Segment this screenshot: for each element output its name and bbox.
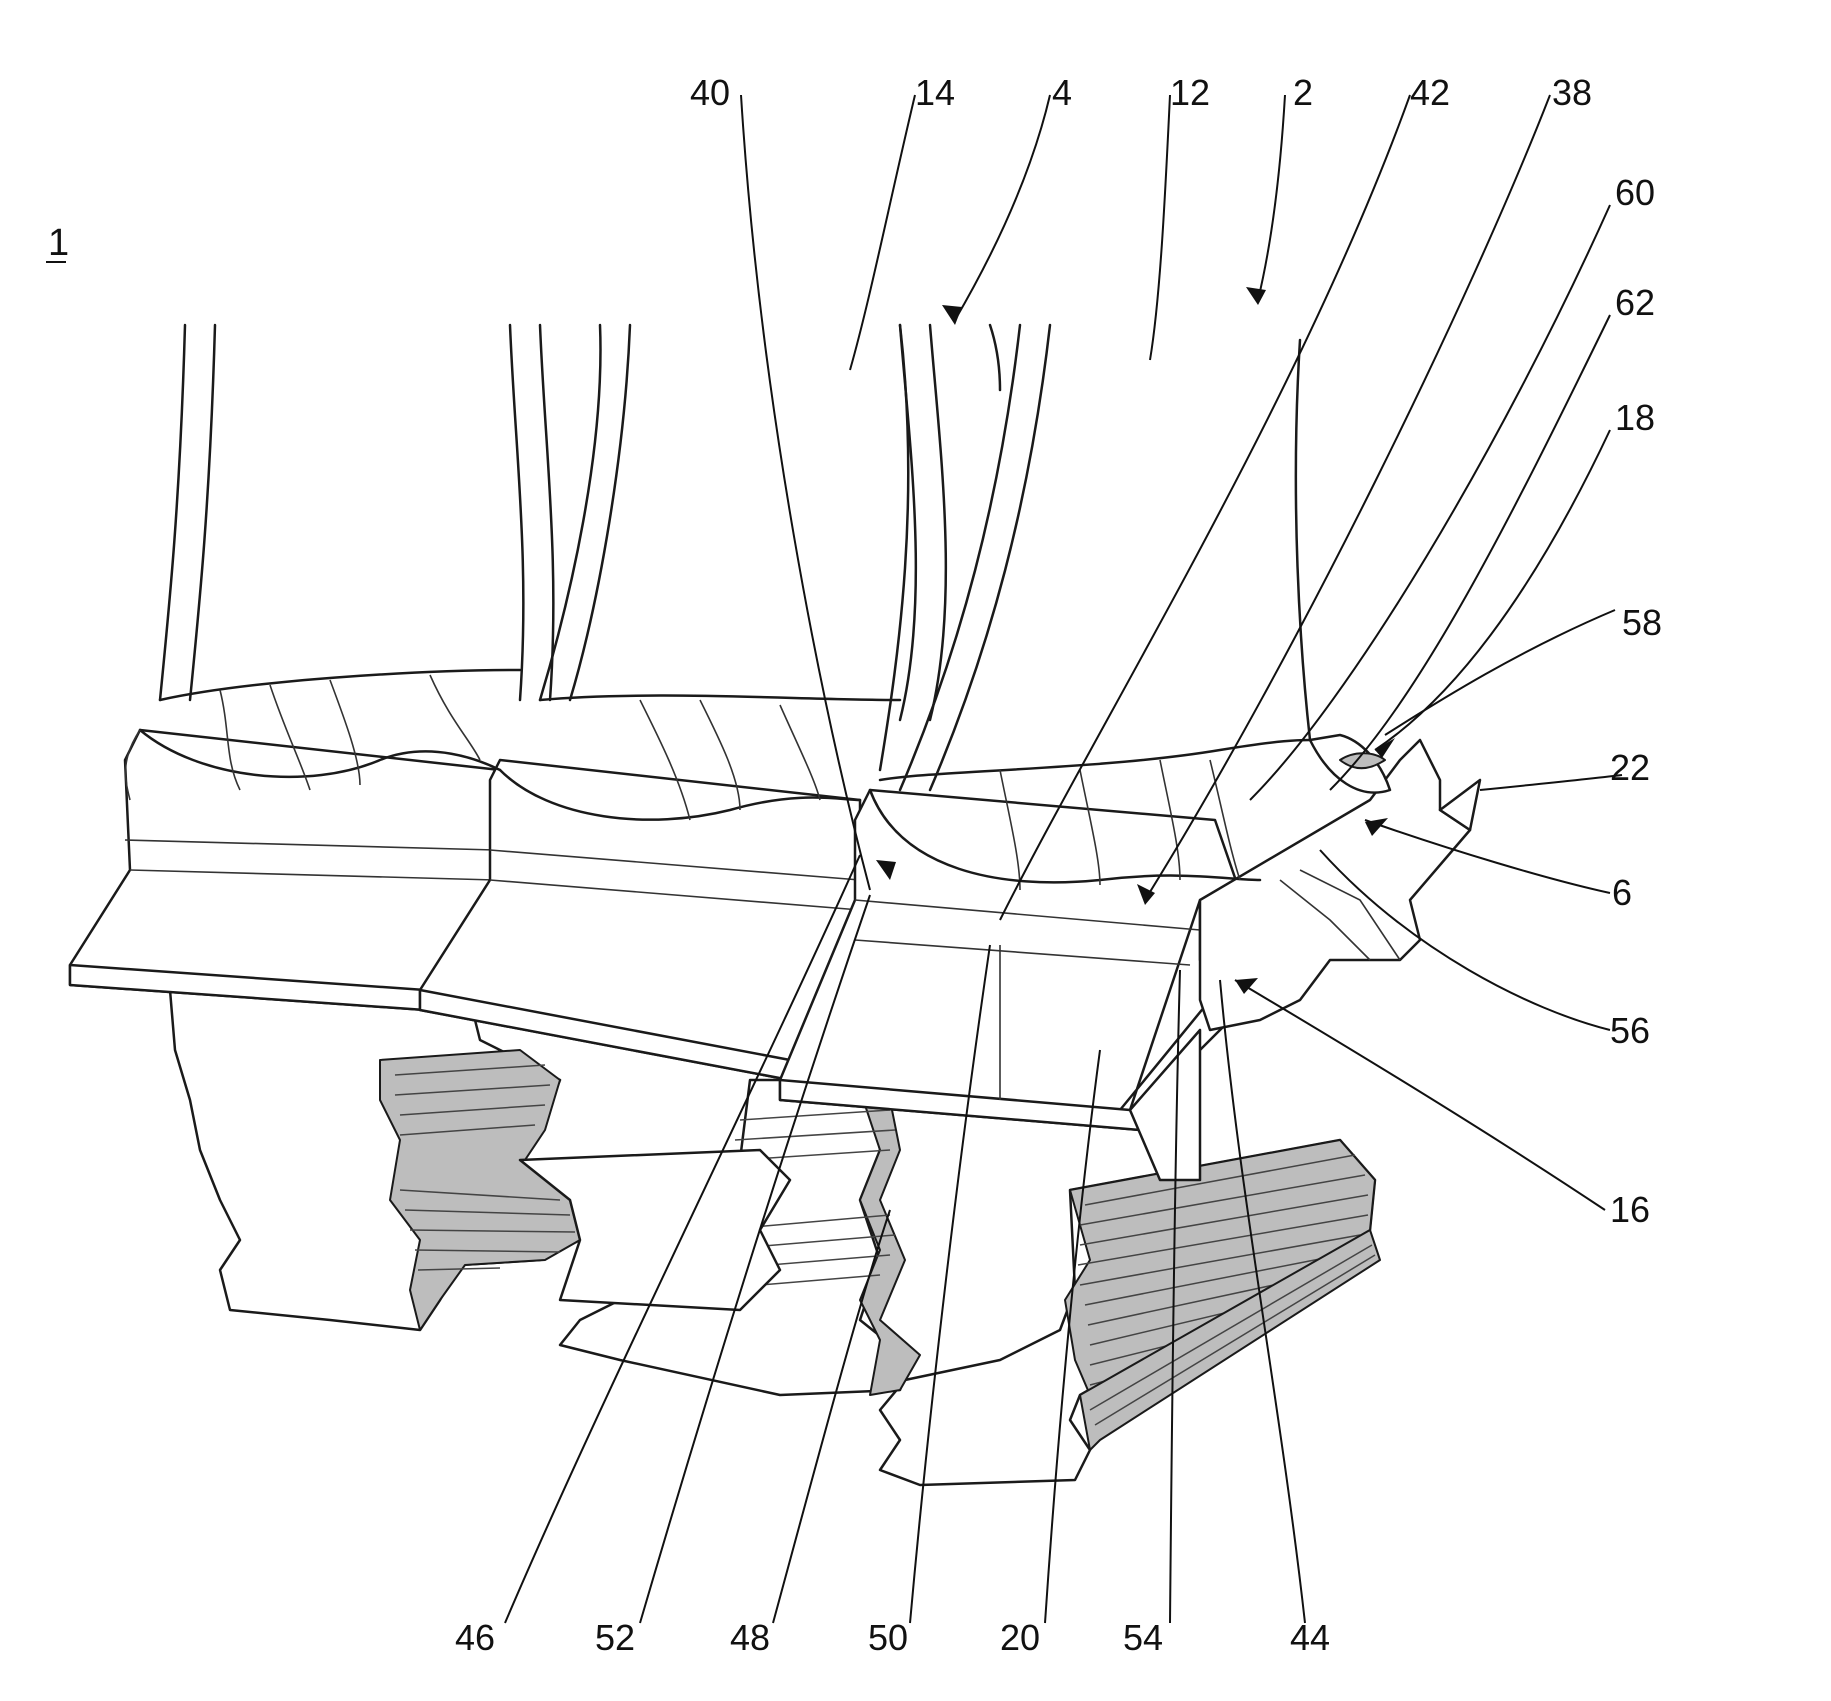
ref-label-48: 48 — [730, 1617, 770, 1658]
ref-label-56: 56 — [1610, 1010, 1650, 1051]
ref-label-46: 46 — [455, 1617, 495, 1658]
ref-label-40: 40 — [690, 72, 730, 113]
ref-label-22: 22 — [1610, 747, 1650, 788]
ref-label-18: 18 — [1615, 397, 1655, 438]
ref-label-62: 62 — [1615, 282, 1655, 323]
ref-label-6: 6 — [1612, 872, 1632, 913]
ref-label-42: 42 — [1410, 72, 1450, 113]
ref-label-44: 44 — [1290, 1617, 1330, 1658]
figure-number: 1 — [48, 222, 69, 264]
ref-label-20: 20 — [1000, 1617, 1040, 1658]
ref-label-52: 52 — [595, 1617, 635, 1658]
ref-label-16: 16 — [1610, 1189, 1650, 1230]
ref-label-4: 4 — [1052, 72, 1072, 113]
ref-label-60: 60 — [1615, 172, 1655, 213]
ref-label-54: 54 — [1123, 1617, 1163, 1658]
airfoil-middle — [500, 325, 946, 820]
ref-label-14: 14 — [915, 72, 955, 113]
ref-label-38: 38 — [1552, 72, 1592, 113]
ref-label-2: 2 — [1293, 72, 1313, 113]
ref-label-50: 50 — [868, 1617, 908, 1658]
ref-label-12: 12 — [1170, 72, 1210, 113]
root-right — [880, 1140, 1380, 1485]
airfoil-left — [126, 325, 554, 800]
ref-label-58: 58 — [1622, 602, 1662, 643]
